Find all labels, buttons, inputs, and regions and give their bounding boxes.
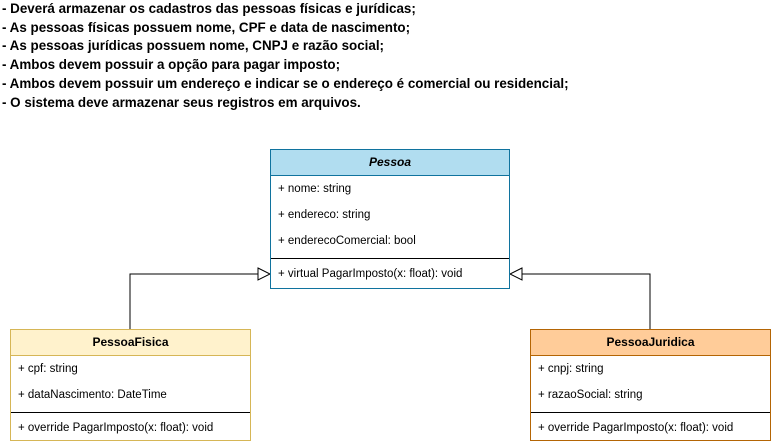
class-divider (271, 258, 509, 259)
class-divider (11, 412, 250, 413)
class-pessoa-juridica[interactable]: PessoaJuridica + cnpj: string + razaoSoc… (530, 329, 771, 441)
class-attribute: + cpf: string (18, 363, 78, 375)
requirement-item: - Deverá armazenar os cadastros das pess… (2, 1, 416, 16)
requirement-item: - Ambos devem possuir a opção para pagar… (2, 57, 341, 73)
class-pessoa-fisica[interactable]: PessoaFisica + cpf: string + dataNascime… (10, 329, 251, 441)
inheritance-arrowhead-pessoa-juridica (508, 267, 523, 281)
class-attributes: + nome: string + endereco: string + ende… (271, 176, 509, 254)
requirements-list: - Deverá armazenar os cadastros das pess… (2, 0, 569, 112)
class-attributes: + cnpj: string + razaoSocial: string (531, 356, 770, 408)
class-name: PessoaJuridica (531, 330, 770, 356)
class-pessoa[interactable]: Pessoa + nome: string + endereco: string… (270, 149, 510, 289)
class-methods: + override PagarImposto(x: float): void (531, 413, 770, 441)
class-attributes: + cpf: string + dataNascimento: DateTime (11, 356, 250, 408)
inheritance-line-pessoa-fisica (129, 273, 258, 329)
class-methods: + virtual PagarImposto(x: float): void (271, 259, 509, 287)
class-method: + override PagarImposto(x: float): void (538, 422, 734, 434)
class-attribute: + razaoSocial: string (538, 389, 643, 401)
class-method: + virtual PagarImposto(x: float): void (278, 268, 463, 280)
class-name: PessoaFisica (11, 330, 250, 356)
requirement-item: - As pessoas jurídicas possuem nome, CNP… (2, 38, 385, 54)
requirement-item: - Ambos devem possuir um endereço e indi… (2, 75, 569, 91)
class-methods: + override PagarImposto(x: float): void (11, 413, 250, 441)
class-attribute: + endereco: string (278, 209, 371, 221)
inheritance-line-pessoa-juridica (522, 273, 651, 329)
requirement-item: - O sistema deve armazenar seus registro… (2, 94, 361, 110)
requirement-item: - As pessoas físicas possuem nome, CPF e… (2, 19, 411, 35)
class-attribute: + enderecoComercial: bool (278, 235, 416, 247)
class-name: Pessoa (271, 150, 509, 176)
class-attribute: + dataNascimento: DateTime (18, 389, 167, 401)
inheritance-arrowhead-pessoa-fisica (257, 267, 272, 281)
class-divider (531, 412, 770, 413)
class-attribute: + nome: string (278, 183, 352, 195)
class-attribute: + cnpj: string (538, 363, 604, 375)
class-method: + override PagarImposto(x: float): void (18, 422, 214, 434)
